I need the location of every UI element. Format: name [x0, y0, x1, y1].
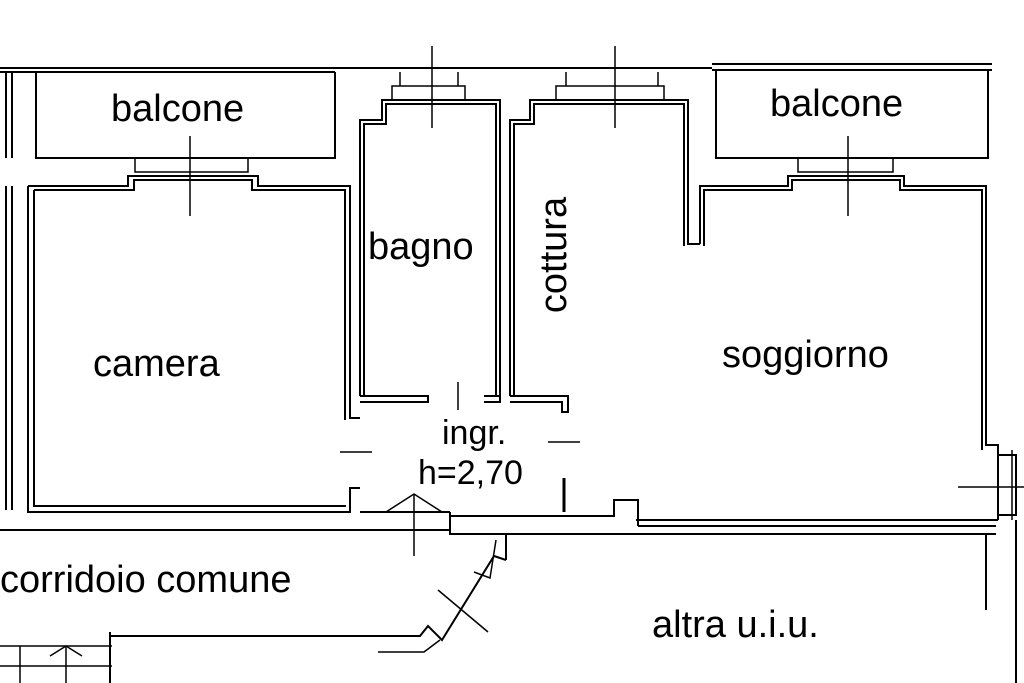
room-label-camera: camera [93, 343, 220, 385]
room-label-corridoio: corridoio comune [0, 559, 292, 601]
corridor-walls [0, 529, 507, 683]
balcony-left [35, 72, 336, 173]
altra-walls [985, 520, 1017, 683]
outer-wall-top [0, 63, 992, 73]
cottura-walls [509, 72, 700, 413]
ingresso-walls [360, 478, 996, 535]
room-label-soggiorno: soggiorno [722, 334, 889, 376]
opening-markers [189, 46, 1024, 520]
room-label-balcone-right: balcone [770, 83, 904, 125]
entrance-arrow [385, 493, 443, 556]
ceiling-height-label: h=2,70 [418, 454, 523, 492]
room-label-cottura: cottura [533, 196, 576, 314]
camera-walls [27, 175, 360, 513]
left-edge-walls [5, 72, 13, 510]
stair-fragment [0, 645, 112, 683]
room-label-bagno: bagno [368, 226, 474, 268]
bagno-walls [359, 72, 501, 403]
room-label-balcone-left: balcone [111, 88, 245, 130]
room-label-ingresso: ingr. [442, 414, 507, 452]
room-label-altra: altra u.i.u. [652, 604, 819, 646]
balcony-right [715, 70, 989, 173]
soggiorno-walls [636, 175, 1017, 527]
